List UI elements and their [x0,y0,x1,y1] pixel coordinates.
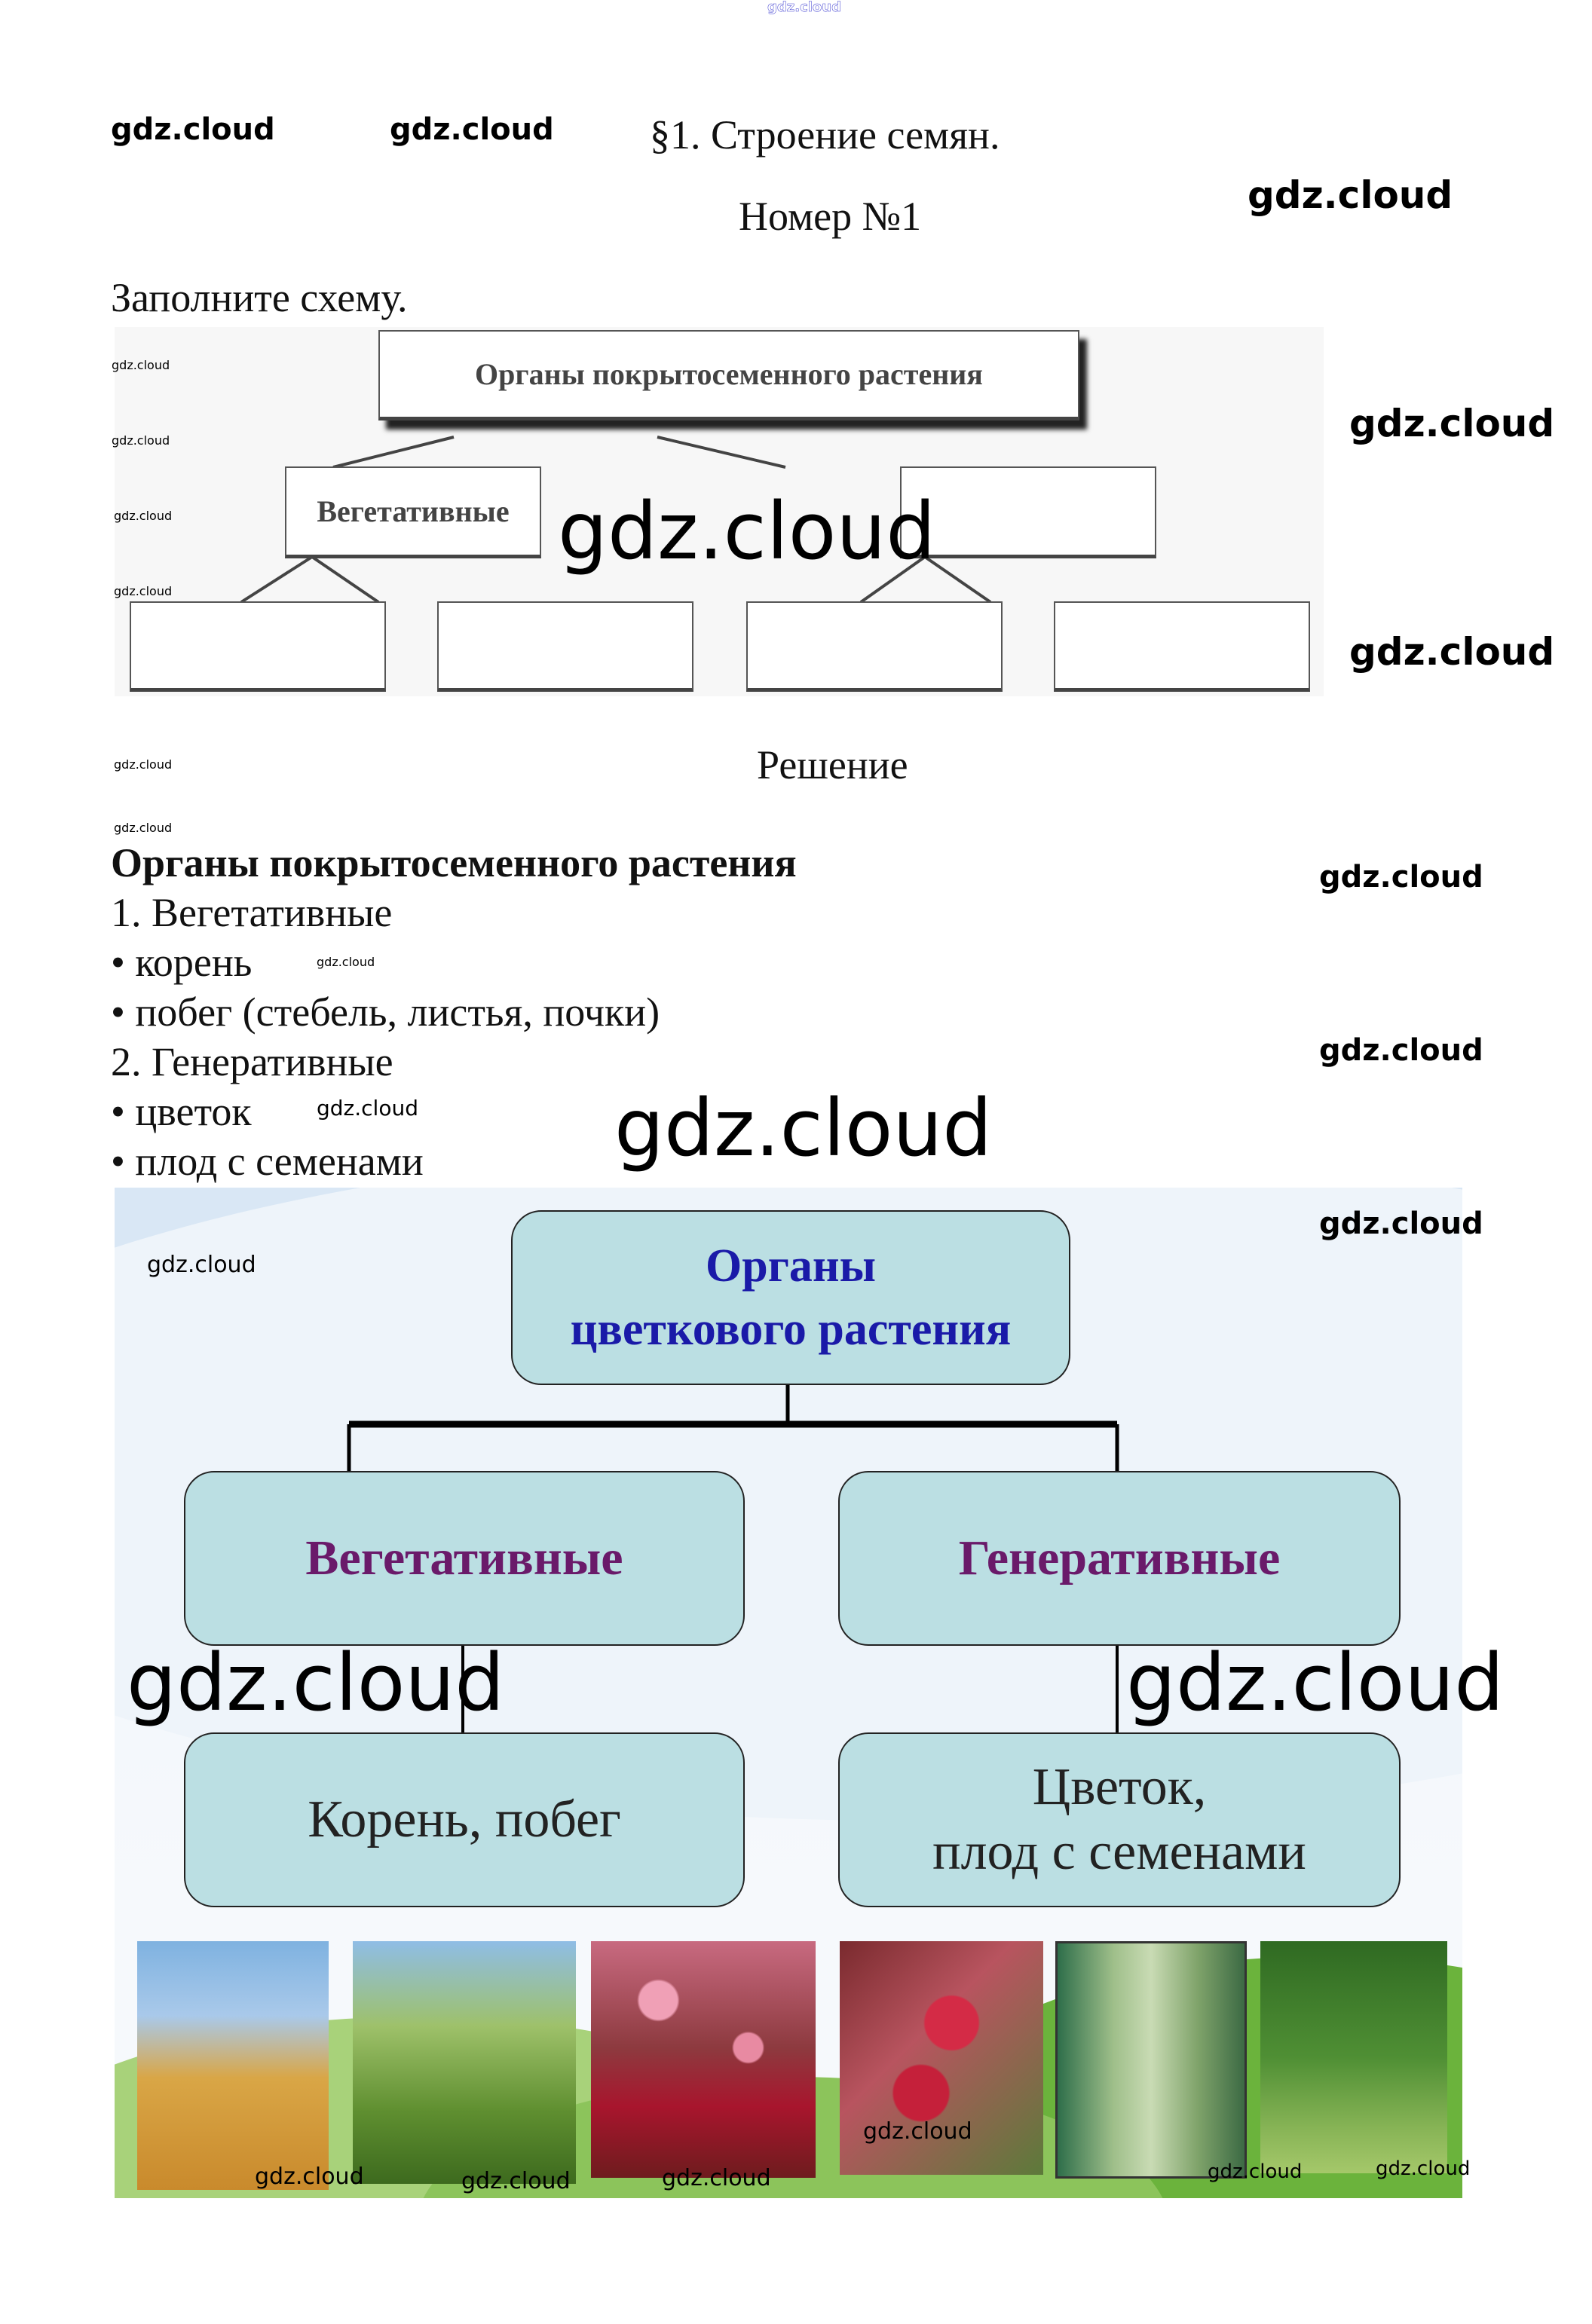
scheme-leaf-box[interactable] [437,601,693,692]
solution-line: 1. Вегетативные [111,890,393,935]
watermark: gdz.cloud [114,584,173,598]
watermark: gdz.cloud [1208,2160,1303,2183]
section-title: §1. Строение семян. [650,112,1000,157]
connector-line [657,436,786,469]
connector-line [859,555,926,604]
watermark: gdz.cloud [112,433,170,448]
task-number: Номер №1 [739,194,922,239]
blank-scheme-figure: Органы покрытосеменного растения Вегетат… [115,327,1324,696]
connector-line [332,436,455,469]
task-instruction: Заполните схему. [111,275,408,320]
watermark: gdz.cloud [767,0,842,15]
vegetative-detail-box: Корень, побег [184,1732,745,1907]
generative-label: Генеративные [958,1530,1281,1586]
watermark: gdz.cloud [614,1082,993,1174]
connector-line [923,555,992,604]
watermark: gdz.cloud [114,821,173,835]
watermark: gdz.cloud [317,955,375,969]
root-label-line1: Органы [706,1240,876,1292]
watermark: gdz.cloud [114,757,173,772]
bean-pods-photo [1055,1941,1247,2179]
scheme-leaf-box[interactable] [130,601,386,692]
watermark: gdz.cloud [1319,1206,1483,1241]
scheme-leaf-box[interactable] [746,601,1003,692]
generative-detail-line2: плод с семенами [932,1823,1306,1881]
watermark: gdz.cloud [558,485,936,577]
generative-detail-box: Цветок, плод с семенами [838,1732,1401,1907]
solution-line: • плод с семенами [111,1139,424,1184]
watermark: gdz.cloud [114,509,173,523]
flowering-plant-organs-diagram: Органы цветкового растения Вегетативные … [115,1188,1462,2198]
watermark: gdz.cloud [112,358,170,372]
watermark: gdz.cloud [255,2163,364,2190]
watermark: gdz.cloud [1319,1033,1483,1068]
connector-line [311,555,380,604]
watermark: gdz.cloud [111,112,275,147]
solution-line: • цветок [111,1089,252,1134]
watermark: gdz.cloud [390,112,554,147]
watermark: gdz.cloud [863,2118,972,2145]
diagram-connectors [347,1382,1119,1734]
scheme-left-label: Вегетативные [317,494,510,528]
solution-line: • корень [111,940,253,985]
generative-box: Генеративные [838,1471,1401,1646]
red-berries-photo [840,1941,1043,2175]
watermark: gdz.cloud [1319,860,1483,894]
scheme-root-box: Органы покрытосеменного растения [378,330,1079,420]
watermark: gdz.cloud [461,2168,571,2194]
watermark: gdz.cloud [1248,173,1453,217]
watermark: gdz.cloud [127,1637,505,1729]
watermark: gdz.cloud [662,2165,771,2191]
tulips-photo [591,1941,816,2178]
watermark: gdz.cloud [1126,1637,1505,1729]
solution-line: • побег (стебель, листья, почки) [111,989,660,1035]
solution-line: 2. Генеративные [111,1039,393,1084]
vegetative-box: Вегетативные [184,1471,745,1646]
watermark: gdz.cloud [317,1096,418,1121]
solution-heading: Решение [757,742,908,787]
solution-title: Органы покрытосеменного растения [111,840,797,885]
watermark: gdz.cloud [1349,402,1555,445]
root-organs-box: Органы цветкового растения [511,1210,1070,1385]
peas-photo [1260,1941,1447,2173]
root-label-line2: цветкового растения [570,1304,1012,1355]
scheme-right-box[interactable] [900,466,1156,558]
wheat-photo [137,1941,329,2190]
corn-photo [353,1941,576,2184]
scheme-left-box: Вегетативные [285,466,541,558]
scheme-root-label: Органы покрытосеменного растения [475,357,983,391]
generative-detail-line1: Цветок, [1032,1758,1207,1816]
vegetative-detail-label: Корень, побег [308,1790,621,1848]
scheme-leaf-box[interactable] [1054,601,1310,692]
watermark: gdz.cloud [147,1252,256,1278]
scheme-connectors [240,436,992,604]
watermark: gdz.cloud [1376,2157,1471,2180]
vegetative-label: Вегетативные [305,1530,623,1586]
watermark: gdz.cloud [1349,630,1555,674]
connector-line [240,555,314,604]
